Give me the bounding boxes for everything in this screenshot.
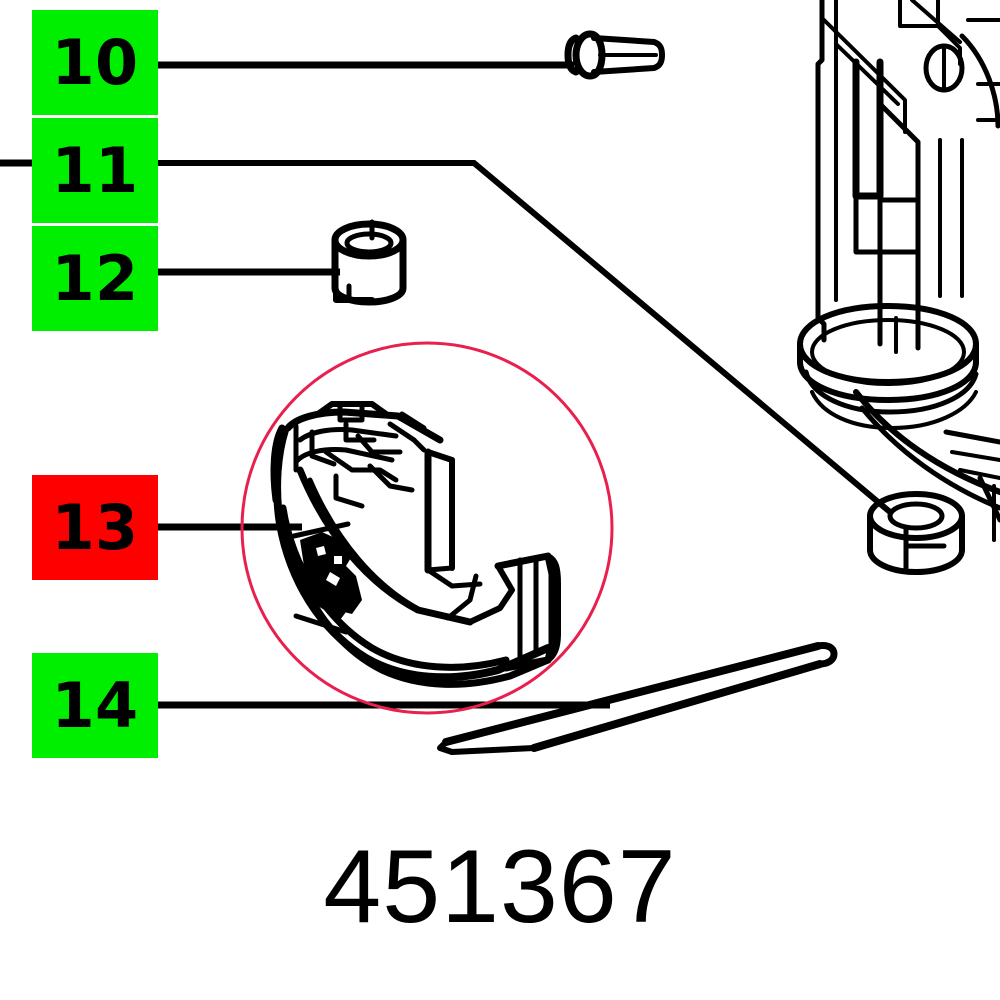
leader-lines xyxy=(0,61,892,709)
callout-box-12[interactable]: 12 xyxy=(32,226,158,331)
part-number: 451367 xyxy=(323,829,677,945)
callout-label-14: 14 xyxy=(51,668,139,742)
screw xyxy=(564,30,665,80)
leader-11-right xyxy=(152,160,892,515)
machine-body xyxy=(797,0,1000,575)
rod xyxy=(437,642,838,755)
callout-box-14[interactable]: 14 xyxy=(32,653,158,758)
upper-bushing xyxy=(331,219,407,306)
callout-label-10: 10 xyxy=(51,25,139,99)
handle-cover xyxy=(270,401,561,688)
callout-label-12: 12 xyxy=(51,241,139,315)
highlight-circle xyxy=(240,341,614,715)
callout-label-13: 13 xyxy=(51,490,139,564)
callout-box-11[interactable]: 11 xyxy=(32,118,158,223)
callout-box-13[interactable]: 13 xyxy=(32,475,158,580)
callout-box-10[interactable]: 10 xyxy=(32,10,158,115)
lower-bushing xyxy=(867,491,965,575)
callout-label-11: 11 xyxy=(51,133,139,207)
molded-logo-highlight xyxy=(316,546,342,586)
